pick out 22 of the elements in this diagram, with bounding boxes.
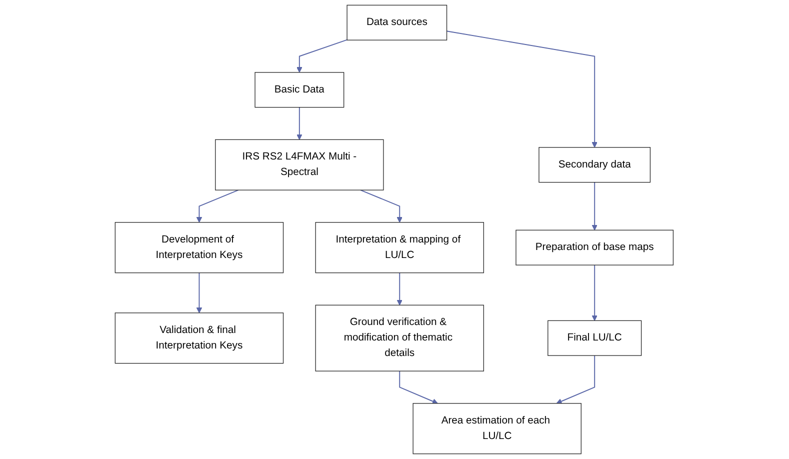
node-box: Final LU/LC [548, 320, 642, 356]
node-box: Basic Data [254, 72, 344, 108]
node-box: Preparation of base maps [516, 230, 674, 266]
node-box: Secondary data [538, 147, 651, 183]
arrow [397, 272, 403, 306]
arrow [556, 355, 596, 404]
arrow [360, 190, 403, 223]
arrow [296, 106, 303, 140]
node-box: Interpretation & mapping of LU/LC [316, 222, 484, 274]
arrow [592, 182, 598, 230]
node-box: Ground verification & modification of thematic details [316, 304, 484, 372]
arrow [399, 370, 438, 404]
node-box: Area estimation of each LU/LC [413, 403, 582, 454]
node-box: Data sources [347, 4, 448, 40]
arrow [296, 39, 348, 73]
node-box: Development of Interpretation Keys [115, 222, 284, 274]
node-box: Validation & final Interpretation Keys [115, 312, 284, 364]
arrow [592, 264, 598, 321]
arrow [446, 30, 598, 148]
node-box: IRS RS2 L4FMAX Multi -Spectral [215, 139, 384, 190]
arrow [196, 272, 202, 314]
arrow [196, 190, 240, 223]
